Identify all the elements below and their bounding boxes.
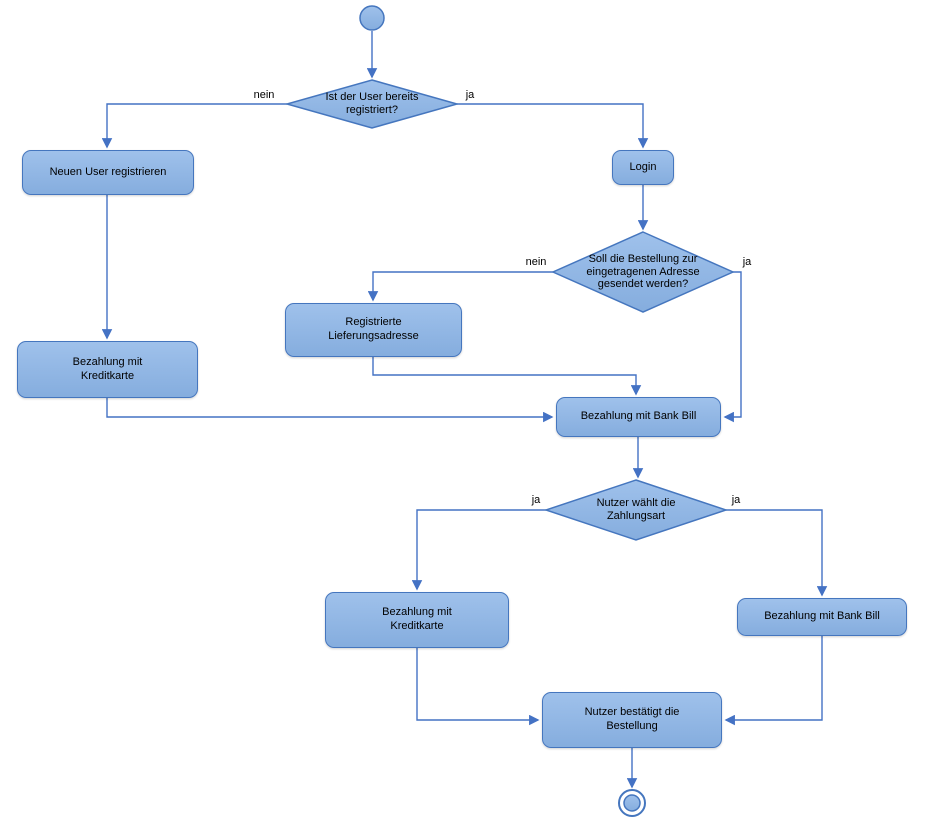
edge-decision-registered-nein: [101, 103, 287, 149]
node-confirm-order-label: Nutzer bestätigt die Bestellung: [584, 706, 680, 732]
node-register-user-label: Neuen User registrieren: [49, 165, 167, 178]
edge-decision-address-nein: [367, 271, 553, 302]
node-payment-bankbill-center: Bezahlung mit Bank Bill: [556, 397, 721, 437]
node-payment-credit-bottom-label: Bezahlung mit Kreditkarte: [382, 606, 452, 632]
decision-address-shape: [551, 231, 735, 313]
node-payment-bankbill-right: Bezahlung mit Bank Bill: [737, 598, 907, 636]
decision-payment-shape: [543, 479, 729, 541]
edge-label-address-nein: nein: [525, 256, 547, 268]
edge-decision-registered-ja: [457, 103, 649, 149]
node-payment-credit-left-label: Bezahlung mit Kreditkarte: [72, 355, 143, 382]
start-node-icon: [359, 5, 385, 31]
edge-credit-to-bankbill: [106, 398, 554, 423]
node-payment-bankbill-right-label: Bezahlung mit Bank Bill: [764, 610, 880, 623]
node-confirm-order: Nutzer bestätigt die Bestellung: [542, 692, 722, 748]
node-login-label: Login: [629, 160, 657, 173]
node-registered-address: Registrierte Lieferungsadresse: [285, 303, 462, 357]
edge-label-payment-ja-right: ja: [731, 494, 741, 506]
edge-credit2-to-confirm: [416, 648, 540, 726]
node-registered-address-label: Registrierte Lieferungsadresse: [328, 316, 419, 342]
edge-label-registered-ja: ja: [465, 89, 475, 101]
end-node-icon: [623, 794, 641, 812]
decision-registered-shape: [284, 79, 460, 129]
node-login: Login: [612, 150, 674, 185]
node-payment-credit-left: Bezahlung mit Kreditkarte: [17, 341, 198, 398]
edge-decision-payment-ja-left: [411, 509, 546, 591]
edge-bankbill2-to-confirm: [724, 636, 823, 726]
node-register-user: Neuen User registrieren: [22, 150, 194, 195]
edge-label-payment-ja-left: ja: [531, 494, 541, 506]
edge-decision-payment-ja-right: [726, 509, 828, 597]
edge-label-address-ja: ja: [742, 256, 752, 268]
edge-label-registered-nein: nein: [253, 89, 275, 101]
edge-address-to-bankbill: [372, 357, 642, 396]
node-payment-bankbill-center-label: Bezahlung mit Bank Bill: [580, 410, 697, 423]
node-payment-credit-bottom: Bezahlung mit Kreditkarte: [325, 592, 509, 648]
edge-decision-address-ja: [723, 271, 742, 423]
